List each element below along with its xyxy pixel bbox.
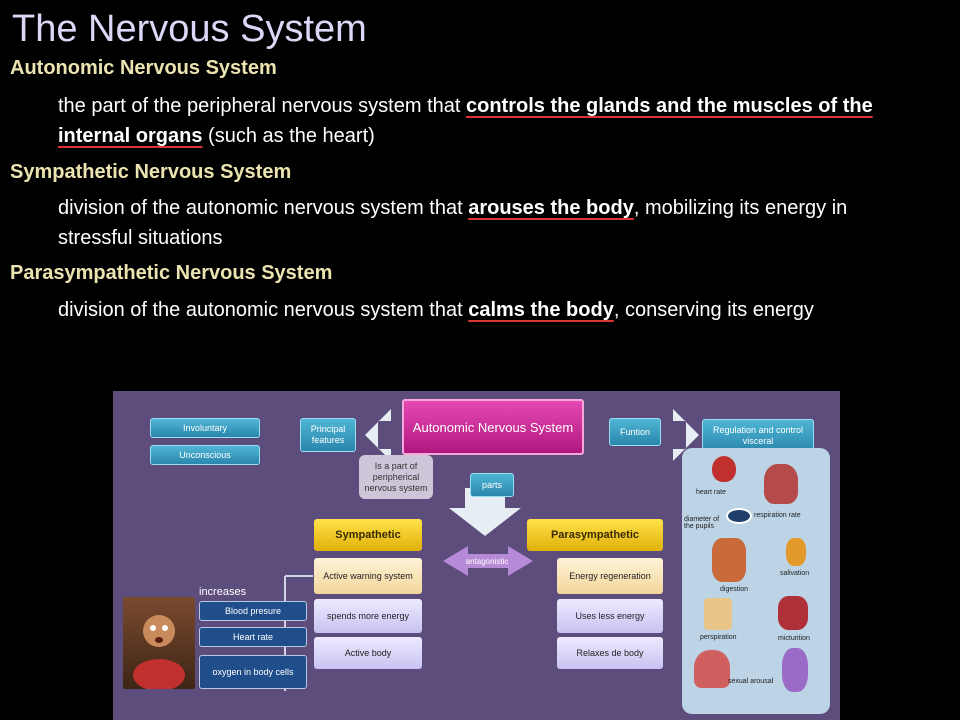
- antagonistic-label: antagonistic: [465, 556, 509, 566]
- heart-icon: [712, 456, 736, 482]
- bullet-text: division of the autonomic nervous system…: [58, 197, 469, 219]
- emphasis-text: calms the body: [468, 299, 614, 321]
- para-item: Energy regeneration: [557, 558, 663, 594]
- para-item: Relaxes de body: [557, 637, 663, 669]
- skin-icon: [704, 598, 732, 630]
- sympathetic-box: Sympathetic: [314, 519, 422, 551]
- heading-autonomic: Autonomic Nervous System: [10, 57, 277, 79]
- arrow-right: [673, 409, 699, 461]
- bullet-text: the part of the peripheral nervous syste…: [58, 95, 466, 117]
- organ-label: respiration rate: [754, 512, 801, 519]
- arrow-double: [443, 546, 533, 576]
- organ-label: salivation: [780, 570, 810, 577]
- arrow-down: [449, 488, 521, 536]
- parts-box: parts: [470, 473, 514, 497]
- ans-center-box: Autonomic Nervous System: [402, 399, 584, 455]
- unconscious-box: Unconscious: [150, 445, 260, 465]
- arrow-left: [365, 409, 391, 461]
- organ-label: diameter of the pupils: [684, 516, 720, 530]
- symp-item: Active body: [314, 637, 422, 669]
- lungs-icon: [764, 464, 798, 504]
- uterus-icon: [694, 650, 730, 688]
- stomach-icon: [712, 538, 746, 582]
- bullet-text-end: (such as the heart): [202, 125, 375, 147]
- reproductive-organ-icon: [782, 648, 808, 692]
- symp-item: spends more energy: [314, 599, 422, 633]
- organ-panel: heart rate respiration rate diameter of …: [682, 448, 830, 714]
- organ-label: sexual arousal: [728, 678, 774, 685]
- organ-label: heart rate: [696, 489, 726, 496]
- increases-label: increases: [199, 585, 247, 598]
- slide-title: The Nervous System: [12, 8, 367, 50]
- increase-item: Heart rate: [199, 627, 307, 647]
- part-of-box: Is a part of peripherical nervous system: [359, 455, 433, 499]
- increase-item: oxygen in body cells: [199, 655, 307, 689]
- regulation-box: Regulation and control visceral: [702, 419, 814, 453]
- principal-features-box: Principal features: [300, 418, 356, 452]
- person-icon: [133, 615, 185, 691]
- eye-icon: [726, 508, 752, 524]
- para-item: Uses less energy: [557, 599, 663, 633]
- bullet-text-end: , mobilizing its energy in stressful sit…: [58, 197, 848, 249]
- increase-item: Blood presure: [199, 601, 307, 621]
- bullet-autonomic: the part of the peripheral nervous syste…: [26, 91, 926, 151]
- organ-label: perspiration: [700, 634, 737, 641]
- involuntary-box: Involuntary: [150, 418, 260, 438]
- heading-parasympathetic: Parasympathetic Nervous System: [10, 262, 333, 284]
- heading-sympathetic: Sympathetic Nervous System: [10, 161, 292, 183]
- symp-item: Active warning system: [314, 558, 422, 594]
- function-box: Funtion: [609, 418, 661, 446]
- bullet-parasympathetic: division of the autonomic nervous system…: [26, 295, 926, 325]
- salivary-gland-icon: [786, 538, 806, 566]
- organ-label: digestion: [720, 586, 749, 593]
- connector-arrows: [284, 409, 699, 691]
- bullet-text-end: , conserving its energy: [613, 299, 814, 321]
- ans-diagram: Involuntary Unconscious Principal featur…: [113, 391, 840, 720]
- emphasis-text: arouses the body: [468, 197, 634, 219]
- stressed-person-photo: [123, 597, 195, 691]
- parasympathetic-box: Parasympathetic: [527, 519, 663, 551]
- organ-label: micturition: [778, 635, 810, 642]
- kidney-icon: [778, 596, 808, 630]
- emphasis-text: controls the glands and the muscles of t…: [58, 95, 873, 147]
- bullet-sympathetic: division of the autonomic nervous system…: [26, 193, 926, 253]
- bullet-text: division of the autonomic nervous system…: [58, 299, 469, 321]
